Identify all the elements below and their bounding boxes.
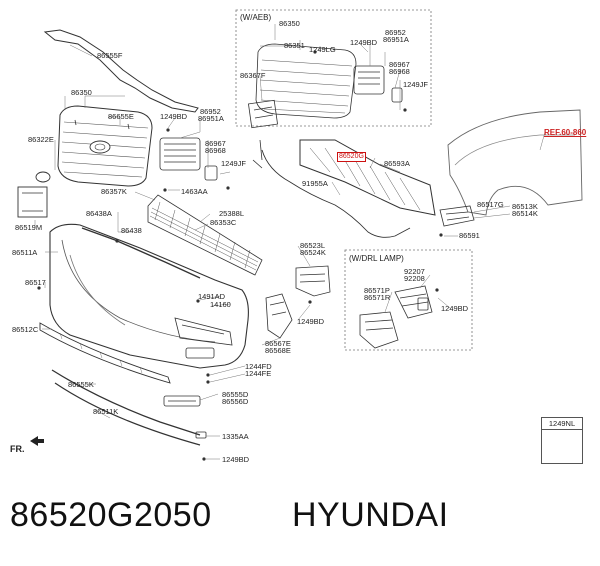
aeb-part-label-1249bd[interactable]: 1249BD (350, 38, 378, 47)
hyundai-emblem (89, 140, 111, 154)
side-bracket (265, 293, 293, 339)
aeb-part-label-86951a[interactable]: 86951A (383, 35, 409, 44)
aeb-emblem-plate (248, 99, 278, 129)
part-label-86322e[interactable]: 86322E (28, 135, 54, 144)
part-label-86517[interactable]: 86517 (25, 278, 46, 287)
part-label-1249bd-bottom[interactable]: 1249BD (222, 455, 250, 464)
drl-part-label-92208[interactable]: 92208 (404, 274, 425, 283)
part-label-86952[interactable]: 86952 (200, 107, 221, 116)
wiring-harness (261, 149, 411, 238)
part-label-86593a[interactable]: 86593A (384, 159, 410, 168)
front-direction-label: FR. (10, 444, 25, 454)
part-label-1244fe[interactable]: 1244FE (245, 369, 272, 378)
front-direction-arrow-icon (30, 436, 44, 446)
aeb-grille (255, 43, 357, 119)
part-label-25388l[interactable]: 25388L (219, 209, 245, 218)
drl-part-label-86571r[interactable]: 86571R (364, 293, 391, 302)
part-label-86511k[interactable]: 86511K (93, 407, 119, 416)
part-label-86517g[interactable]: 86517G (477, 200, 504, 209)
upper-moulding-strip (43, 29, 199, 113)
part-label-86438[interactable]: 86438 (121, 226, 142, 235)
drl-part-label-1249bd[interactable]: 1249BD (441, 304, 469, 313)
aeb-part-label-86350[interactable]: 86350 (279, 19, 300, 28)
aeb-part-label-86968[interactable]: 86968 (389, 67, 410, 76)
part-label-86350[interactable]: 86350 (71, 88, 92, 97)
part-label-86655e[interactable]: 86655E (108, 112, 134, 121)
fog-lamp-cover (295, 265, 331, 297)
legend-box: 1249NL (541, 417, 583, 464)
small-emblem (35, 171, 51, 183)
aeb-part-label-1249lg[interactable]: 1249LG (309, 45, 336, 54)
part-label-1249bd-mid[interactable]: 1249BD (297, 317, 325, 326)
part-label-86555k[interactable]: 86555K (68, 380, 94, 389)
part-label-86514k[interactable]: 86514K (512, 209, 538, 218)
part-label-86567e[interactable]: 86567E (265, 339, 291, 348)
drl-part-label-92207[interactable]: 92207 (404, 267, 425, 276)
front-lip-spoiler (54, 382, 201, 446)
part-label-86524k[interactable]: 86524K (300, 248, 326, 257)
license-plate-bracket (17, 186, 48, 218)
fender-reference-link[interactable]: REF.60-860 (544, 128, 587, 137)
part-label-86523l[interactable]: 86523L (300, 241, 326, 250)
highlighted-part-86520g[interactable]: 86520G (337, 152, 366, 162)
aeb-part-label-1249jf[interactable]: 1249JF (403, 80, 429, 89)
lower-bumper-lip (39, 322, 171, 384)
aeb-radar-unit (353, 65, 385, 95)
part-number-title: 86520G2050 (10, 496, 212, 534)
energy-absorber (299, 139, 436, 216)
main-grille (57, 105, 153, 187)
radar-unit (159, 137, 201, 171)
aeb-part-label-86351[interactable]: 86351 (284, 41, 305, 50)
skid-plate (163, 395, 201, 407)
lower-chrome-moulding (51, 369, 201, 436)
part-label-1335aa[interactable]: 1335AA (222, 432, 249, 441)
part-label-86555d[interactable]: 86555D (222, 390, 249, 399)
front-bumper-cover (49, 223, 249, 369)
part-label-86357k[interactable]: 86357K (101, 187, 127, 196)
aeb-part-label-86967[interactable]: 86967 (389, 60, 410, 69)
lower-grille (147, 194, 263, 276)
part-label-1463aa[interactable]: 1463AA (181, 187, 208, 196)
part-label-1491ad[interactable]: 1491AD (198, 292, 226, 301)
part-label-1249jf[interactable]: 1249JF (221, 159, 247, 168)
part-label-86519m[interactable]: 86519M (15, 223, 43, 232)
legend-part-label: 1249NL (542, 419, 582, 430)
part-label-91955a[interactable]: 91955A (302, 179, 328, 188)
part-label-86512c[interactable]: 86512C (12, 325, 39, 334)
part-label-86556d[interactable]: 86556D (222, 397, 249, 406)
drl-part-label-86571p[interactable]: 86571P (364, 286, 390, 295)
fender-bracket (439, 205, 475, 227)
grille-moulding (81, 227, 201, 279)
drl-box-title: (W/DRL LAMP) (349, 254, 404, 263)
part-label-86568e[interactable]: 86568E (265, 346, 291, 355)
brand-title: HYUNDAI (292, 496, 449, 534)
part-label-14160[interactable]: 14160 (210, 300, 231, 309)
front-fender (447, 109, 583, 216)
part-label-86513k[interactable]: 86513K (512, 202, 538, 211)
part-label-1249bd-upper[interactable]: 1249BD (160, 112, 188, 121)
part-label-86353c[interactable]: 86353C (210, 218, 237, 227)
drl-bracket (394, 285, 433, 319)
aeb-box-title: (W/AEB) (240, 13, 272, 22)
part-label-86591[interactable]: 86591 (459, 231, 480, 240)
part-label-1244fd[interactable]: 1244FD (245, 362, 272, 371)
drl-box (344, 249, 473, 351)
part-label-86555f[interactable]: 86555F (97, 51, 123, 60)
part-label-86438a[interactable]: 86438A (86, 209, 112, 218)
aeb-box (235, 9, 432, 127)
part-label-86967[interactable]: 86967 (205, 139, 226, 148)
aeb-part-label-86367f[interactable]: 86367F (240, 71, 266, 80)
part-label-86968[interactable]: 86968 (205, 146, 226, 155)
drl-lamp-housing (359, 311, 399, 349)
part-label-86951a[interactable]: 86951A (198, 114, 224, 123)
part-label-86511a[interactable]: 86511A (12, 248, 38, 257)
aeb-part-label-86952[interactable]: 86952 (385, 28, 406, 37)
